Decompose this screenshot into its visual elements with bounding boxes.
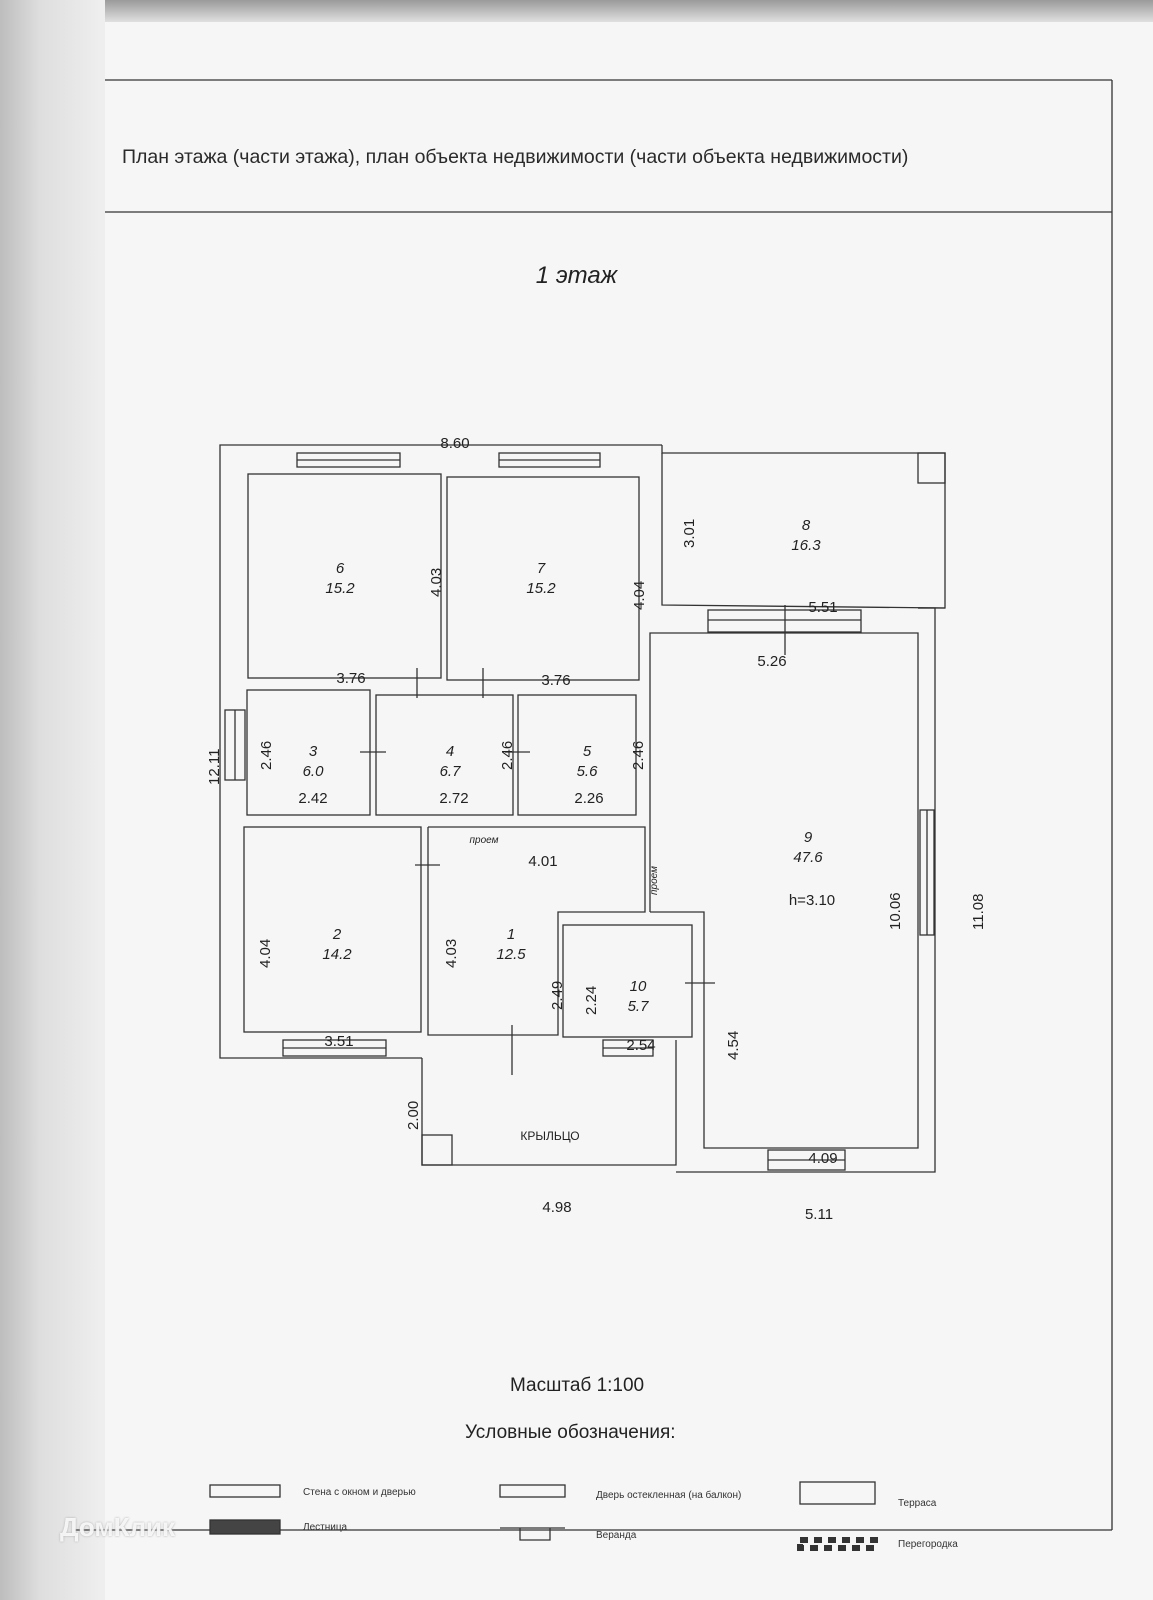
dimension: 4.03	[443, 939, 460, 968]
legend-label: Стена с окном и дверью	[303, 1487, 416, 1498]
room-5-outline	[517, 694, 637, 816]
legend-title: Условные обозначения:	[465, 1422, 676, 1443]
legend-label: Перегородка	[898, 1539, 958, 1550]
room-10-outline	[562, 924, 693, 1038]
room-4-outline	[375, 694, 514, 816]
room-7-number: 7	[537, 560, 546, 577]
scale-label: Масштаб 1:100	[510, 1375, 645, 1396]
room-4-area: 6.7	[440, 763, 462, 780]
dimension: 3.76	[541, 672, 570, 689]
legend-label: Терраса	[898, 1498, 937, 1509]
dimension: 11.08	[970, 894, 987, 930]
legend-symbol-wall	[209, 1484, 281, 1498]
opening-label: проем	[470, 835, 499, 846]
room-1-outline	[427, 826, 646, 1036]
room-9-outline	[649, 632, 919, 1149]
dimension: 2.54	[626, 1037, 655, 1054]
dimension: 2.72	[439, 790, 468, 807]
room-labels: 6 15.2 7 15.2 8 16.3 3 6.0 4 6.7 5 5.6 9…	[303, 517, 836, 1143]
outer-wall-right	[676, 607, 936, 1173]
room-4-number: 4	[446, 743, 454, 760]
legend-label: Лестница	[303, 1522, 348, 1533]
room-1-number: 1	[507, 926, 515, 943]
page-title: План этажа (части этажа), план объекта н…	[122, 146, 909, 168]
room-3-area: 6.0	[303, 763, 325, 780]
dimension: 2.00	[405, 1101, 422, 1130]
room-10-number: 10	[630, 978, 647, 995]
dimension: 3.01	[681, 519, 698, 548]
room-10-area: 5.7	[628, 998, 650, 1015]
dimension: 2.42	[298, 790, 327, 807]
dimension: 4.98	[542, 1199, 571, 1216]
dimension: 10.06	[887, 892, 904, 930]
dimension: 2.46	[499, 741, 516, 770]
legend-symbol-glass-door	[499, 1484, 566, 1498]
column	[917, 452, 946, 484]
dimension: 5.26	[757, 653, 786, 670]
room-2-outline	[243, 826, 422, 1033]
dimension: 2.26	[574, 790, 603, 807]
room-5-number: 5	[583, 743, 592, 760]
legend-symbol-terrace	[799, 1481, 876, 1505]
room-1-area: 12.5	[496, 946, 526, 963]
dimension: 4.04	[257, 939, 274, 968]
dimension: 2.46	[258, 741, 275, 770]
dimension: 4.04	[631, 581, 648, 610]
dimension: 2.49	[549, 981, 566, 1010]
room-7-outline	[446, 476, 640, 681]
dimension: 8.60	[440, 435, 469, 452]
opening-label: проем	[649, 866, 660, 895]
porch-outline	[421, 1040, 677, 1166]
legend-symbol-stairs	[209, 1519, 281, 1535]
doors	[360, 605, 786, 1075]
legend-symbol-veranda	[500, 1527, 565, 1541]
porch-column	[421, 1134, 453, 1166]
ceiling-height: h=3.10	[789, 892, 835, 909]
watermark: ДомКлик	[60, 1512, 175, 1542]
dimension: 3.51	[324, 1033, 353, 1050]
room-5-area: 5.6	[577, 763, 599, 780]
windows	[224, 452, 935, 1171]
scan-edge-top	[0, 0, 1153, 22]
room-2-area: 14.2	[322, 946, 352, 963]
dimension: 3.76	[336, 670, 365, 687]
room-2-number: 2	[332, 926, 342, 943]
legend: Стена с окном и дверью Лестница Дверь ос…	[209, 1481, 958, 1551]
dimension: 4.01	[528, 853, 557, 870]
dimension: 4.54	[725, 1031, 742, 1060]
room-6-outline	[247, 473, 442, 679]
outer-wall-left	[219, 444, 662, 1059]
room-9-number: 9	[804, 829, 813, 846]
legend-label: Дверь остекленная (на балкон)	[596, 1489, 741, 1501]
room-8-outline	[661, 453, 946, 609]
room-9-area: 47.6	[793, 849, 823, 866]
dimension-labels: 8.60 3.01 5.51 5.26 4.03 4.04 3.76 3.76 …	[206, 435, 987, 1223]
dimension: 4.03	[428, 568, 445, 597]
room-8-area: 16.3	[791, 537, 821, 554]
dimension: 4.09	[808, 1150, 837, 1167]
porch-label: КРЫЛЬЦО	[520, 1129, 579, 1143]
scan-edge-left	[0, 0, 105, 1600]
dimension: 5.11	[805, 1206, 833, 1223]
room-8-number: 8	[802, 517, 811, 534]
legend-symbol-partition	[797, 1537, 878, 1551]
room-6-number: 6	[336, 560, 345, 577]
room-3-number: 3	[309, 743, 318, 760]
dimension: 12.11	[206, 749, 223, 785]
dimension: 5.51	[808, 599, 837, 616]
dimension: 2.24	[583, 986, 600, 1015]
legend-label: Веранда	[596, 1530, 637, 1541]
floor-label: 1 этаж	[535, 262, 618, 289]
dimension: 2.46	[630, 741, 647, 770]
room-6-area: 15.2	[325, 580, 355, 597]
room-7-area: 15.2	[526, 580, 556, 597]
